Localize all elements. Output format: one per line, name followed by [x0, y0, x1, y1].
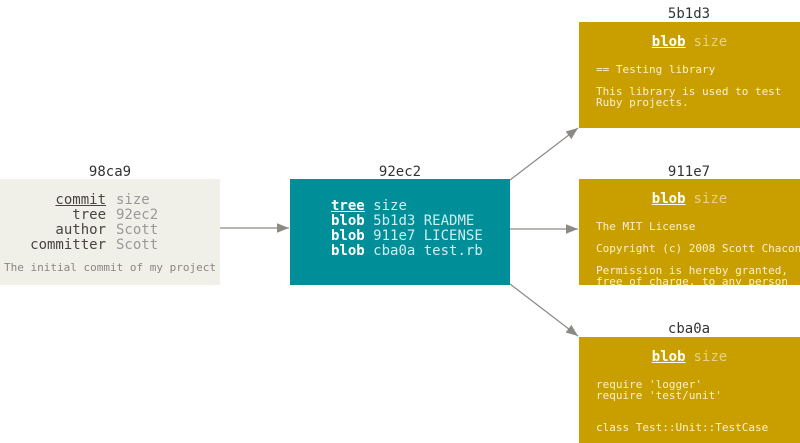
- blob-id: 5b1d3: [667, 6, 711, 22]
- blob-content: This library is used to test: [596, 85, 782, 98]
- tree-key: tree: [72, 207, 106, 223]
- commit-object: commit size tree 92ec2 author Scott comm…: [0, 179, 220, 285]
- blob-id: cba0a: [667, 321, 711, 337]
- commit-message: The initial commit of my project: [4, 261, 216, 274]
- committer-key: committer: [30, 237, 106, 253]
- tree-entry: blob cba0a test.rb: [331, 243, 483, 259]
- blob-content: == Testing library: [596, 63, 716, 76]
- blob-content: The MIT License: [596, 220, 696, 233]
- blob-content: Ruby projects.: [596, 96, 689, 109]
- committer-value: Scott: [116, 237, 159, 253]
- commit-size: size: [116, 192, 150, 208]
- blob-content: require 'logger': [596, 378, 702, 391]
- tree-entry: blob 911e7 LICENSE: [331, 228, 483, 244]
- blob-content: Permission is hereby granted,: [596, 264, 789, 277]
- blob-content: Copyright (c) 2008 Scott Chacon: [596, 242, 800, 255]
- tree-entry: blob 5b1d3 README: [331, 213, 475, 229]
- commit-key: commit: [55, 192, 106, 208]
- tree-value: 92ec2: [116, 207, 159, 223]
- author-value: Scott: [116, 222, 159, 238]
- blob-content: class Test::Unit::TestCase: [596, 421, 769, 434]
- arrow-tree-to-cba0a: [509, 283, 579, 337]
- blob-content: free of charge, to any person: [596, 275, 789, 285]
- tree-header: tree size: [331, 198, 407, 214]
- tree-id: 92ec2: [378, 164, 422, 180]
- arrow-tree-to-5b1d3: [509, 127, 579, 181]
- commit-id: 98ca9: [88, 164, 132, 180]
- blob-content: require 'test/unit': [596, 389, 722, 402]
- author-key: author: [55, 222, 106, 238]
- tree-object: tree size blob 5b1d3 README blob 911e7 L…: [290, 179, 510, 285]
- blob-id: 911e7: [667, 164, 711, 180]
